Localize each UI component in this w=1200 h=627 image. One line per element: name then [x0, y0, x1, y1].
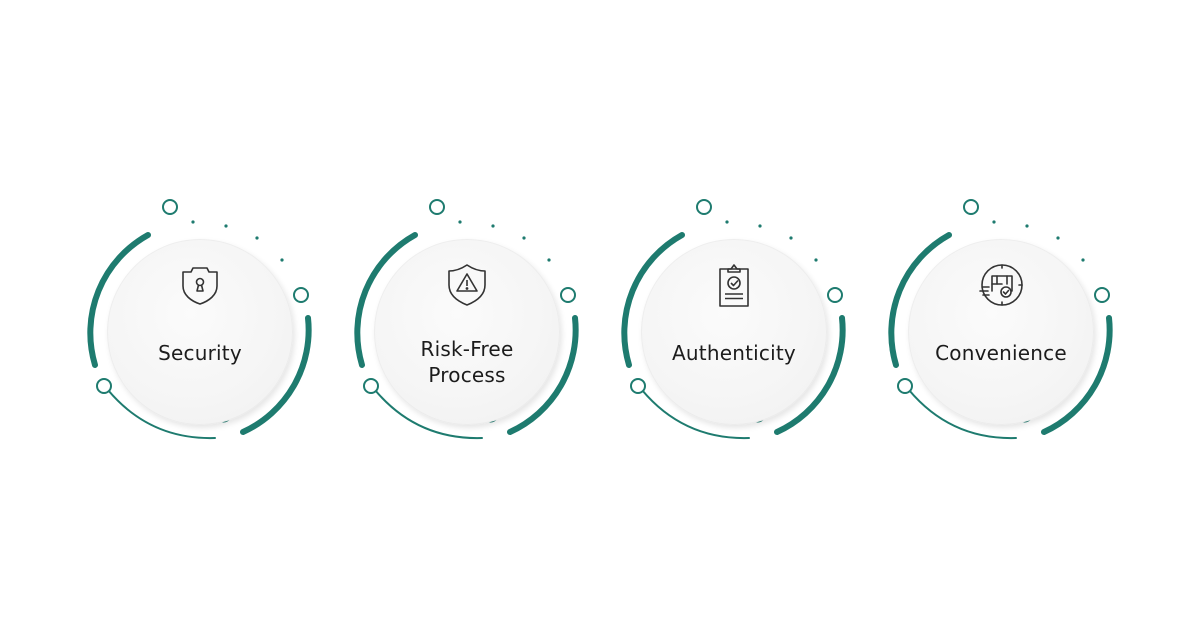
clipboard-check-icon: [709, 260, 759, 310]
feature-label: Risk-Free Process: [420, 337, 514, 387]
decorative-ring: [621, 199, 846, 440]
feature-card-authenticity: Authenticity: [621, 190, 884, 460]
feature-card-security: Security: [87, 190, 350, 460]
shield-warning-icon: [442, 260, 492, 310]
shield-keyhole-icon: [175, 260, 225, 310]
feature-label: Security: [158, 341, 242, 365]
delivery-truck-check-icon: [976, 260, 1026, 310]
feature-disk: [908, 239, 1094, 425]
feature-card-convenience: Convenience: [888, 190, 1151, 460]
feature-disk: [374, 239, 560, 425]
decorative-ring: [354, 199, 579, 440]
feature-disk: [641, 239, 827, 425]
feature-label: Authenticity: [672, 341, 796, 365]
feature-card-risk-free-process: Risk-Free Process: [354, 190, 617, 460]
feature-label: Convenience: [935, 341, 1067, 365]
feature-disk: [107, 239, 293, 425]
